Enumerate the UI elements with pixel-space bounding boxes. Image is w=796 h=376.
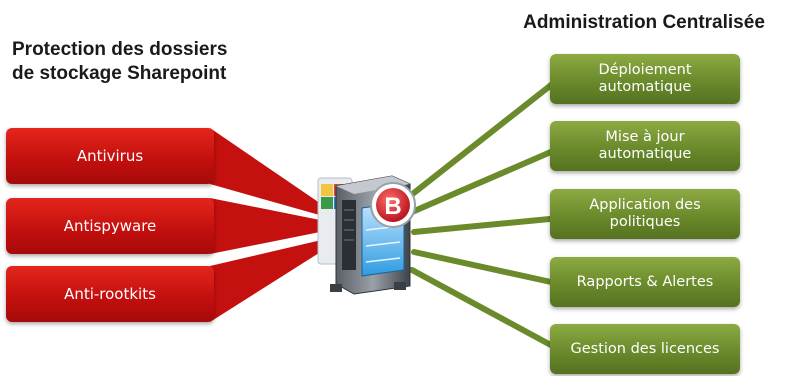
feature-deploiement: Déploiement automatique	[550, 54, 740, 104]
connector-mise-a-jour	[409, 145, 563, 215]
feature-label: Anti-rootkits	[64, 285, 156, 303]
connector-application	[411, 215, 563, 235]
connector-antispyware	[210, 198, 330, 254]
connector-rapports	[411, 249, 563, 287]
feature-label: Application des politiques	[589, 197, 701, 230]
feature-antispyware: Antispyware	[6, 198, 214, 254]
feature-mise-a-jour: Mise à jour automatique	[550, 121, 740, 171]
feature-anti-rootkits: Anti-rootkits	[6, 266, 214, 322]
connector-anti-rootkits	[210, 238, 330, 322]
feature-application-politiques: Application des politiques	[550, 189, 740, 239]
feature-label: Antivirus	[76, 147, 144, 165]
bitdefender-b-logo: B	[370, 182, 416, 228]
feature-rapports-alertes: Rapports & Alertes	[550, 257, 740, 307]
feature-label: Antispyware	[63, 217, 157, 235]
connector-deploiement	[407, 75, 563, 199]
right-heading: Administration Centralisée	[523, 12, 765, 33]
feature-label: Gestion des licences	[570, 340, 720, 357]
badge-letter: B	[384, 193, 401, 220]
right-connectors	[407, 75, 563, 353]
feature-label: Déploiement automatique	[598, 62, 692, 95]
left-heading: Protection des dossiers de stockage Shar…	[12, 39, 228, 84]
connector-licences	[409, 267, 563, 353]
feature-gestion-licences: Gestion des licences	[550, 324, 740, 374]
feature-label: Rapports & Alertes	[576, 273, 714, 290]
feature-antivirus: Antivirus	[6, 128, 214, 184]
connector-antivirus	[210, 128, 330, 218]
feature-label: Mise à jour automatique	[598, 129, 692, 162]
left-connectors	[210, 128, 330, 322]
